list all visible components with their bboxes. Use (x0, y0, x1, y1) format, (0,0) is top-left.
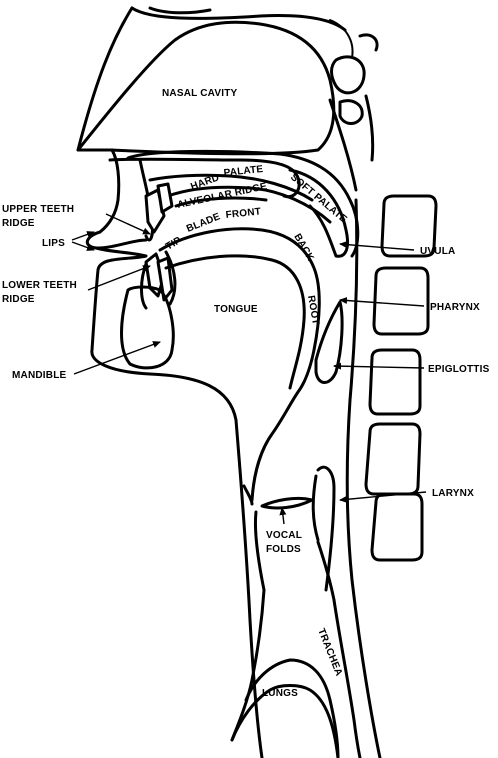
larynx-shape (242, 465, 336, 602)
pharynx-label: PHARYNX (430, 302, 480, 313)
upper-lip-shape (85, 230, 148, 250)
tongue-label: TONGUE (214, 304, 258, 315)
vocal-folds-label-2: FOLDS (266, 544, 301, 555)
upper-teeth-ridge-label-1: UPPER TEETH (2, 204, 74, 215)
uvula-label: UVULA (420, 246, 455, 257)
lungs-label: LUNGS (262, 688, 298, 699)
tongue-root-label: ROOT (305, 295, 321, 326)
epiglottis-shape (314, 300, 344, 384)
tongue-back-label: BACK (291, 232, 316, 264)
lower-teeth-ridge-label-2: RIDGE (2, 294, 35, 305)
lower-teeth-shape (140, 250, 177, 310)
upper-teeth-ridge-label-2: RIDGE (2, 218, 35, 229)
hard-palate-label-palate: PALATE (223, 164, 264, 179)
upper-teeth-shape (138, 158, 174, 242)
tongue-body-line (164, 254, 306, 390)
tongue-shape (158, 227, 321, 502)
lips-label: LIPS (42, 238, 65, 249)
pharynx-back-wall (345, 198, 382, 758)
trachea-shape (230, 588, 362, 758)
label-arrows (71, 213, 427, 525)
vertebrae (364, 194, 438, 562)
larynx-label: LARYNX (432, 488, 474, 499)
vocal-folds-label-1: VOCAL (266, 530, 302, 541)
lungs-shape (230, 684, 340, 758)
nasal-cavity-label: NASAL CAVITY (162, 88, 237, 99)
lower-teeth-ridge-label-1: LOWER TEETH (2, 280, 77, 291)
lower-lip-chin-shape (90, 246, 264, 758)
tongue-tip-label: TIP (164, 235, 184, 253)
mandible-label: MANDIBLE (12, 370, 67, 381)
mandible-shape (120, 285, 175, 370)
epiglottis-label: EPIGLOTTIS (428, 364, 490, 375)
tongue-front-label: FRONT (225, 206, 261, 221)
skull-bone-details (148, 6, 379, 192)
head-outline (76, 6, 347, 152)
